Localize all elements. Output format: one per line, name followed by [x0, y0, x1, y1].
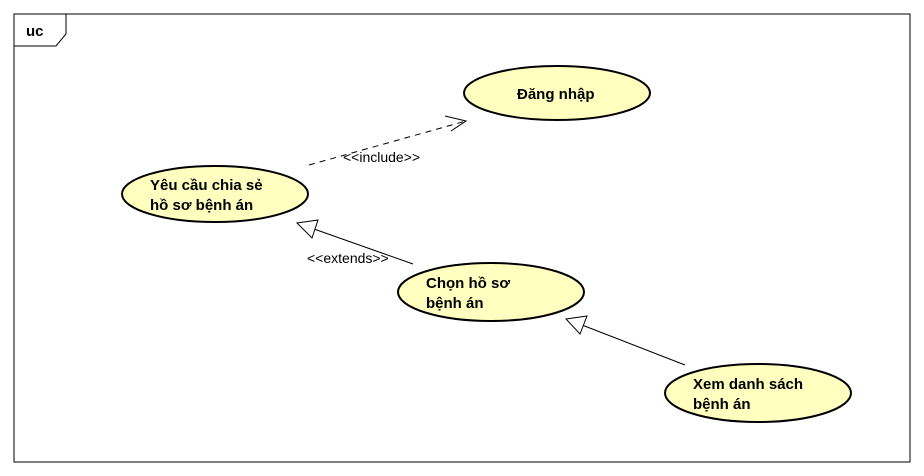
usecase-xem-danh-sach[interactable]: Xem danh sách bệnh án	[664, 363, 852, 423]
usecase-label: Đăng nhập	[517, 86, 595, 103]
include-relationship[interactable]: <<include>>	[308, 115, 468, 166]
usecase-label-line-2: hồ sơ bệnh án	[150, 197, 253, 214]
extends-label: <<extends>>	[307, 250, 389, 266]
generalization-relationship[interactable]	[564, 315, 686, 366]
extends-relationship[interactable]: <<extends>>	[295, 219, 414, 266]
usecase-label-line-1: Yêu cầu chia sẻ	[150, 177, 263, 194]
usecase-dang-nhap[interactable]: Đăng nhập	[463, 65, 651, 121]
usecase-chon-ho-so[interactable]: Chọn hồ sơ bệnh án	[397, 262, 585, 322]
usecase-label-line-2: bệnh án	[693, 396, 751, 413]
usecase-yeu-cau-chia-se[interactable]: Yêu cầu chia sẻ hồ sơ bệnh án	[121, 165, 309, 223]
include-label: <<include>>	[343, 149, 420, 165]
usecase-label-line-2: bệnh án	[426, 295, 484, 312]
usecase-label-line-1: Chọn hồ sơ	[426, 275, 510, 292]
diagram-frame: uc	[13, 13, 911, 463]
frame-label: uc	[26, 23, 44, 40]
usecase-label-line-1: Xem danh sách	[693, 376, 803, 393]
